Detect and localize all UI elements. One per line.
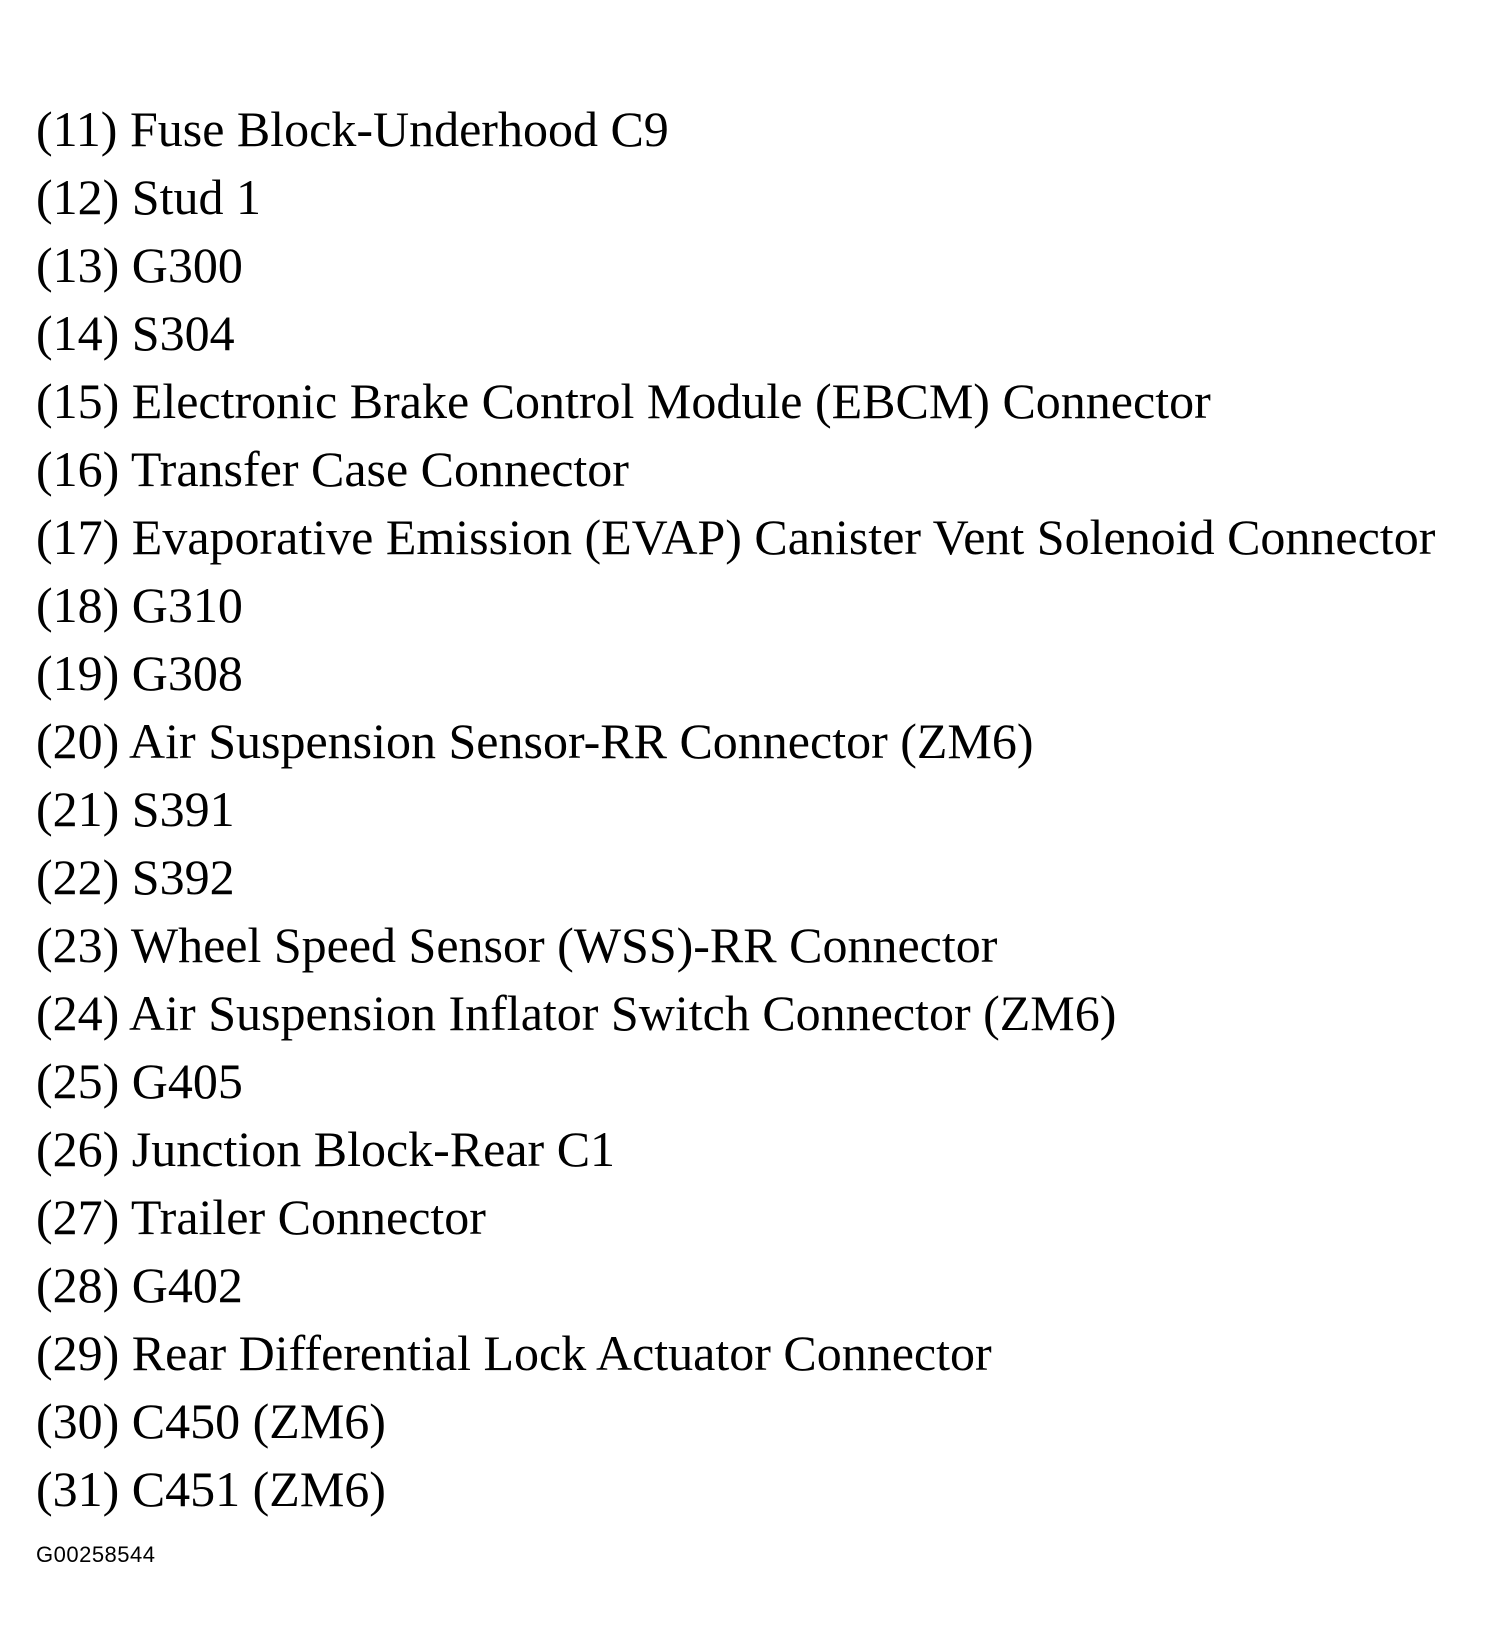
legend-item: (20) Air Suspension Sensor-RR Connector … xyxy=(36,713,1034,769)
legend-item: (22) S392 xyxy=(36,849,235,905)
legend-item: (23) Wheel Speed Sensor (WSS)-RR Connect… xyxy=(36,917,998,973)
legend-item: (15) Electronic Brake Control Module (EB… xyxy=(36,373,1211,429)
figure-id: G00258544 xyxy=(36,1542,156,1567)
legend-item: (29) Rear Differential Lock Actuator Con… xyxy=(36,1325,992,1381)
legend-item: (28) G402 xyxy=(36,1257,243,1313)
legend-item: (13) G300 xyxy=(36,237,243,293)
legend-item: (27) Trailer Connector xyxy=(36,1189,486,1245)
legend-item: (16) Transfer Case Connector xyxy=(36,441,629,497)
legend-item: (25) G405 xyxy=(36,1053,243,1109)
legend-item: (17) Evaporative Emission (EVAP) Caniste… xyxy=(36,509,1436,565)
legend-item: (31) C451 (ZM6) xyxy=(36,1461,386,1517)
legend-item: (26) Junction Block-Rear C1 xyxy=(36,1121,616,1177)
component-legend-list: (11) Fuse Block-Underhood C9 (12) Stud 1… xyxy=(36,95,1435,1523)
legend-item: (21) S391 xyxy=(36,781,235,837)
legend-item: (30) C450 (ZM6) xyxy=(36,1393,386,1449)
legend-item: (18) G310 xyxy=(36,577,243,633)
legend-item: (19) G308 xyxy=(36,645,243,701)
legend-item: (11) Fuse Block-Underhood C9 xyxy=(36,101,669,157)
legend-item: (12) Stud 1 xyxy=(36,169,261,225)
legend-item: (24) Air Suspension Inflator Switch Conn… xyxy=(36,985,1117,1041)
legend-item: (14) S304 xyxy=(36,305,235,361)
